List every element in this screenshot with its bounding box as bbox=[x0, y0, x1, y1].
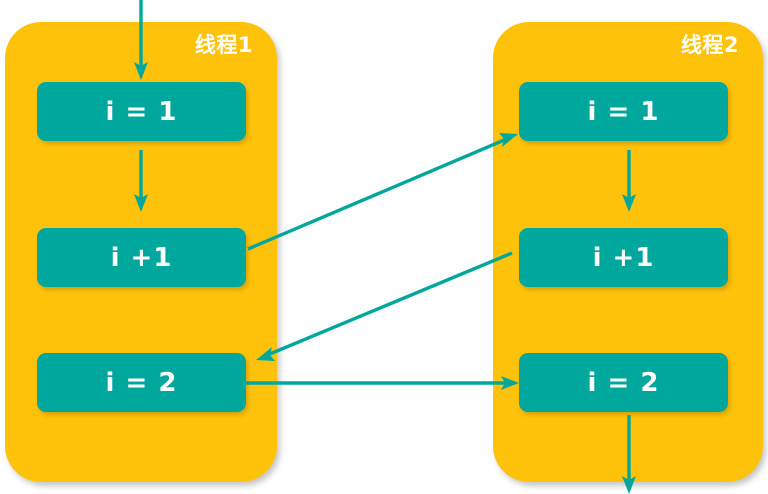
thread-1-title: 线程1 bbox=[194, 33, 253, 57]
thread-2-title: 线程2 bbox=[680, 33, 739, 57]
cross-arrow-t2-to-t1-icon bbox=[256, 251, 513, 361]
cross-arrow-t1-step2-to-t2-step2-icon bbox=[246, 376, 519, 390]
cross-arrow-t1-to-t2-icon bbox=[247, 133, 518, 251]
thread-2-step-box-2[interactable]: i = 2 bbox=[519, 353, 728, 412]
thread-1-step-box-2[interactable]: i = 2 bbox=[37, 353, 246, 412]
thread-1-step-box-0[interactable]: i = 1 bbox=[37, 82, 246, 141]
thread-panel-1[interactable]: 线程1 i = 1 i +1 i = 2 bbox=[5, 22, 277, 482]
thread-1-step-box-1[interactable]: i +1 bbox=[37, 228, 246, 287]
thread-panel-2[interactable]: 线程2 i = 1 i +1 i = 2 bbox=[493, 22, 763, 482]
thread-2-step-box-0[interactable]: i = 1 bbox=[519, 82, 728, 141]
thread-2-step-box-1[interactable]: i +1 bbox=[519, 228, 728, 287]
